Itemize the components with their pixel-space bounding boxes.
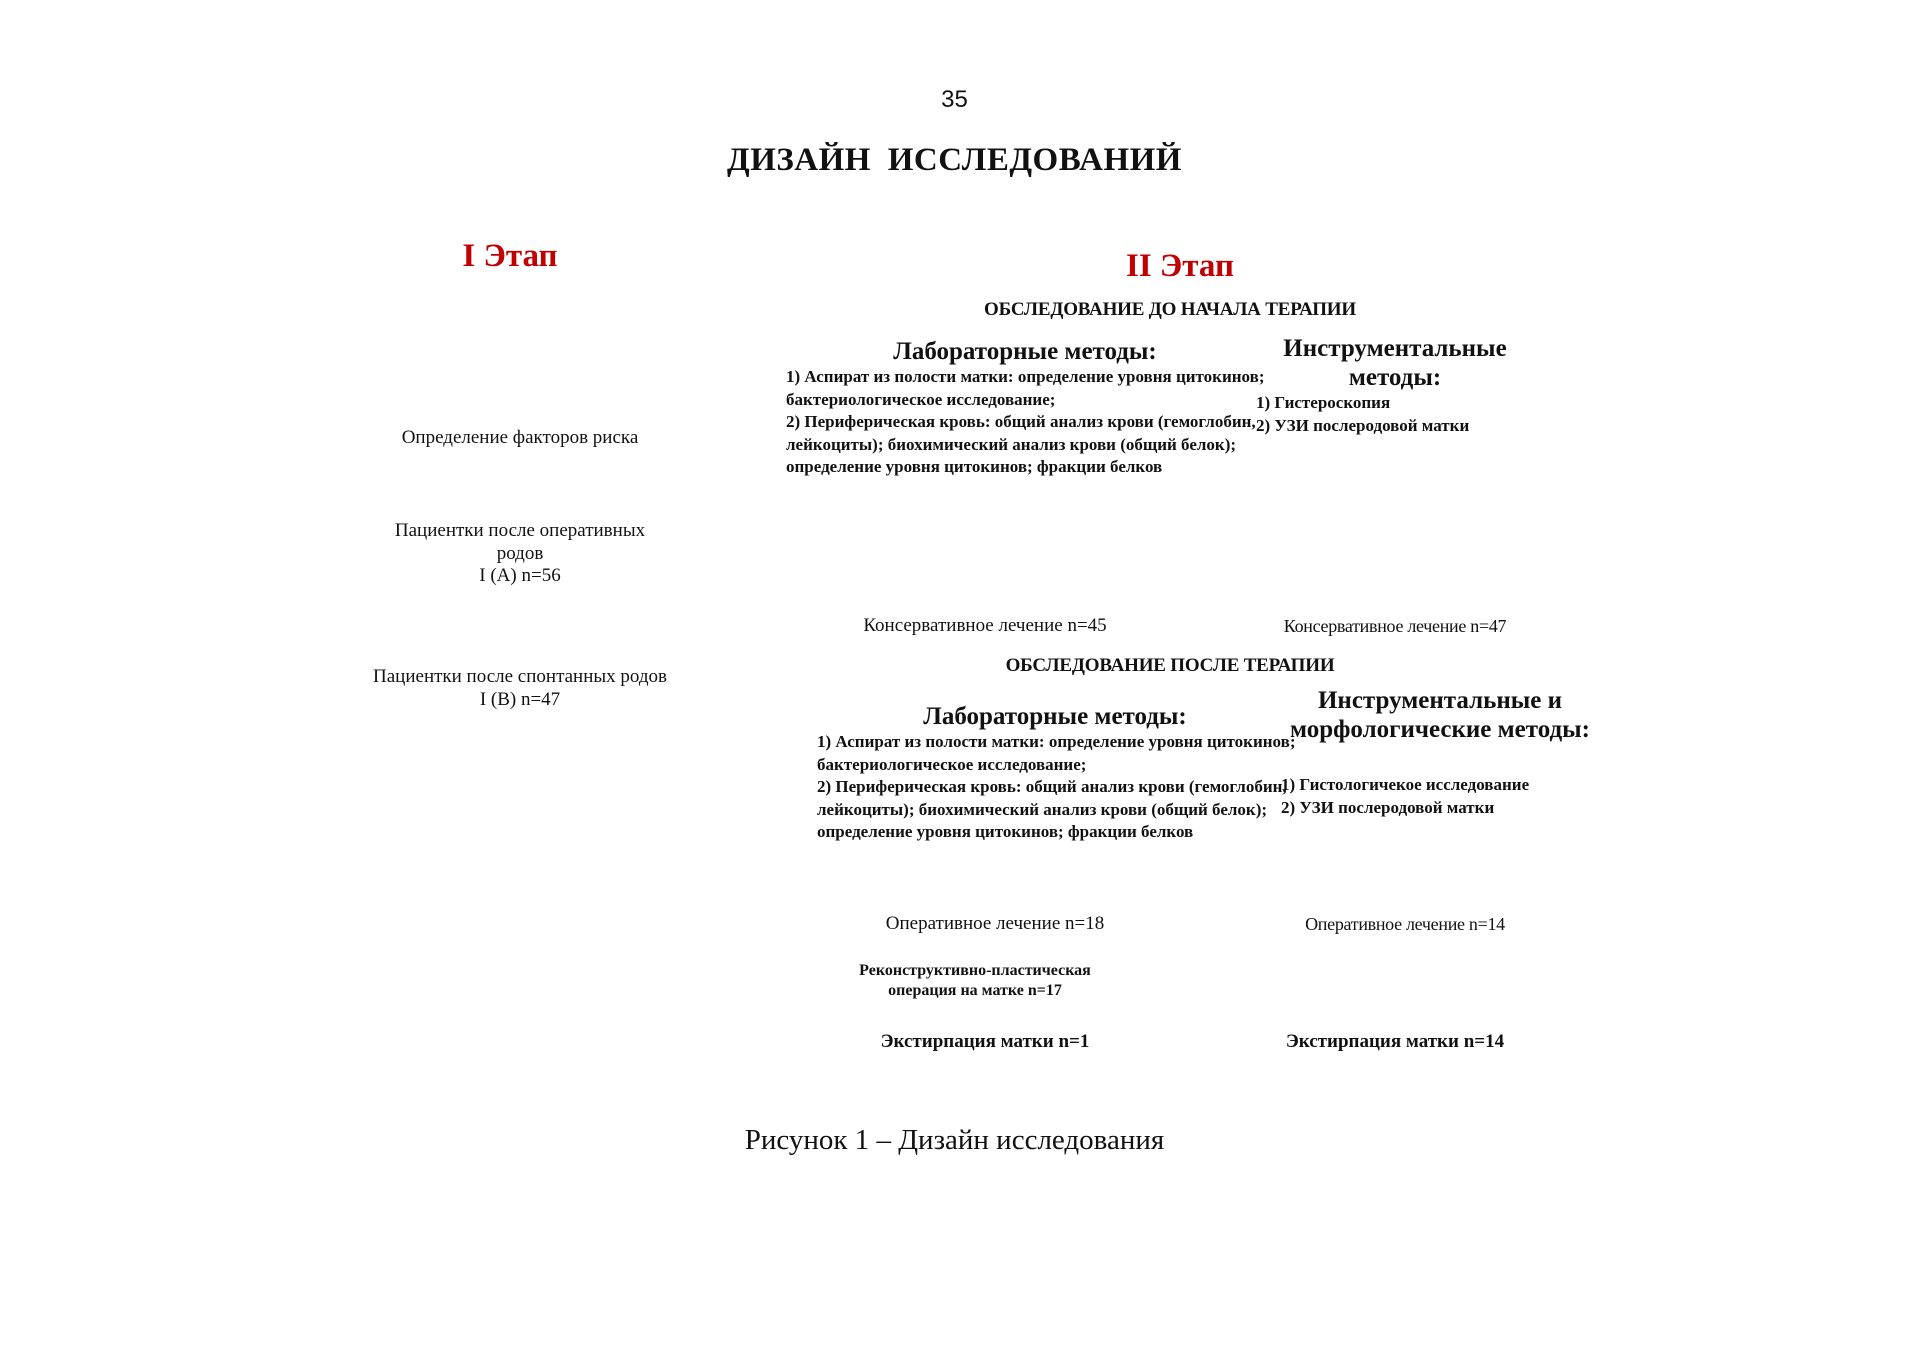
operative-right-box: Оперативное лечение n=14 <box>1305 914 1505 934</box>
instr-before-item-1: 1) Гистероскопия <box>1256 393 1391 412</box>
extirpation-left-box: Экстирпация матки n=1 <box>880 1031 1090 1052</box>
exam-before-title: ОБСЛЕДОВАНИЕ ДО НАЧАЛА ТЕРАПИИ <box>984 299 1356 320</box>
lab-after-item-2: 2) Периферическая кровь: общий анализ кр… <box>817 777 1287 841</box>
conservative-left-box: Консервативное лечение n=45 <box>863 615 1107 636</box>
lab-methods-before-list: 1) Аспират из полости матки: определение… <box>786 366 1266 479</box>
operative-left-box: Оперативное лечение n=18 <box>885 913 1105 934</box>
extirpation-right-box: Экстирпация матки n=14 <box>1285 1031 1505 1052</box>
instr-methods-before-list: 1) Гистероскопия 2) УЗИ послеродовой мат… <box>1256 392 1556 437</box>
page-number: 35 <box>941 86 968 113</box>
instr-after-item-1: 1) Гистологичекое исследование <box>1281 775 1530 794</box>
figure-caption: Рисунок 1 – Дизайн исследования <box>744 1124 1165 1156</box>
group-b-line-1: Пациентки после спонтанных родов <box>373 666 667 687</box>
stage-2-heading: II Этап <box>1125 248 1234 284</box>
instr-after-item-2: 2) УЗИ послеродовой матки <box>1281 797 1495 817</box>
lab-methods-after-list: 1) Аспират из полости матки: определение… <box>817 731 1297 844</box>
instr-methods-before-heading: Инструментальные методы: <box>1283 335 1507 391</box>
group-a-box: Пациентки после оперативных родов I (А) … <box>345 520 695 588</box>
lab-before-item-1: 1) Аспират из полости матки: определение… <box>786 367 1265 409</box>
lab-methods-after-heading: Лабораторные методы: <box>923 703 1187 730</box>
group-a-line-3: I (А) n=56 <box>479 565 561 586</box>
instr-methods-after-list: 1) Гистологичекое исследование 2) УЗИ по… <box>1281 774 1611 819</box>
conservative-right-box: Консервативное лечение n=47 <box>1283 616 1507 636</box>
group-a-line-1: Пациентки после оперативных <box>394 520 646 541</box>
lab-before-item-2: 2) Периферическая кровь: общий анализ кр… <box>786 412 1256 476</box>
reconstructive-surgery-box: Реконструктивно-пластическая операция на… <box>859 962 1091 999</box>
page-title: ДИЗАЙН ИССЛЕДОВАНИЙ <box>727 142 1182 178</box>
lab-methods-before-heading: Лабораторные методы: <box>893 338 1157 365</box>
lab-after-item-1: 1) Аспират из полости матки: определение… <box>817 732 1296 774</box>
instr-before-item-2: 2) УЗИ послеродовой матки <box>1256 415 1470 435</box>
group-b-box: Пациентки после спонтанных родов I (В) n… <box>320 666 720 711</box>
risk-factors-box: Определение факторов риска <box>401 427 639 448</box>
stage-1-heading: I Этап <box>462 238 558 274</box>
group-b-line-2: I (В) n=47 <box>479 688 561 710</box>
group-a-line-2: родов <box>496 542 544 564</box>
exam-after-title: ОБСЛЕДОВАНИЕ ПОСЛЕ ТЕРАПИИ <box>1005 655 1335 676</box>
instr-methods-after-heading: Инструментальные и морфологические метод… <box>1290 687 1590 743</box>
